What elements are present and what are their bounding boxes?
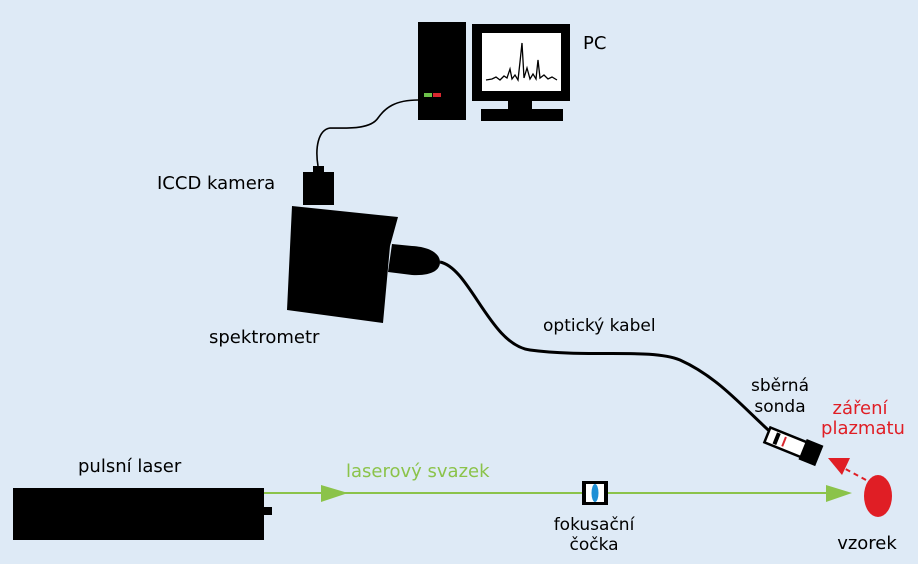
probe-label-line2: sonda: [754, 397, 805, 417]
pc-label: PC: [583, 33, 606, 54]
sample-icon: [864, 475, 892, 517]
optical-cable-label: optický kabel: [543, 316, 656, 336]
pulsed-laser: [13, 488, 272, 540]
laser-beam: [264, 485, 852, 502]
beam-arrow-icon: [321, 485, 348, 502]
lens-label-line1: fokusační: [554, 515, 636, 535]
lens-icon: [591, 484, 599, 502]
spectrometer: [287, 206, 440, 323]
beam-arrow-icon: [826, 485, 852, 502]
lens-label-line2: čočka: [569, 535, 618, 555]
led-green-icon: [424, 93, 432, 97]
led-red-icon: [433, 93, 441, 97]
camera-label: ICCD kamera: [157, 173, 275, 194]
spectrum-icon: [485, 42, 558, 82]
plasma-emission-arrow: [828, 458, 867, 481]
spectrometer-label: spektrometr: [209, 327, 320, 348]
pc-cable: [316, 99, 419, 167]
plasma-label-line2: plazmatu: [821, 418, 905, 439]
probe-label-line1: sběrná: [751, 376, 809, 396]
iccd-camera: [303, 166, 334, 205]
laser-label: pulsní laser: [78, 456, 182, 477]
sample-label: vzorek: [837, 533, 897, 554]
beam-label: laserový svazek: [346, 461, 490, 482]
pc-tower: [418, 22, 466, 120]
plasma-label-line1: záření: [833, 398, 889, 419]
collection-probe: [762, 425, 824, 467]
pc-monitor: [472, 24, 570, 121]
optical-cable: [439, 260, 776, 438]
focusing-lens: [582, 481, 608, 505]
